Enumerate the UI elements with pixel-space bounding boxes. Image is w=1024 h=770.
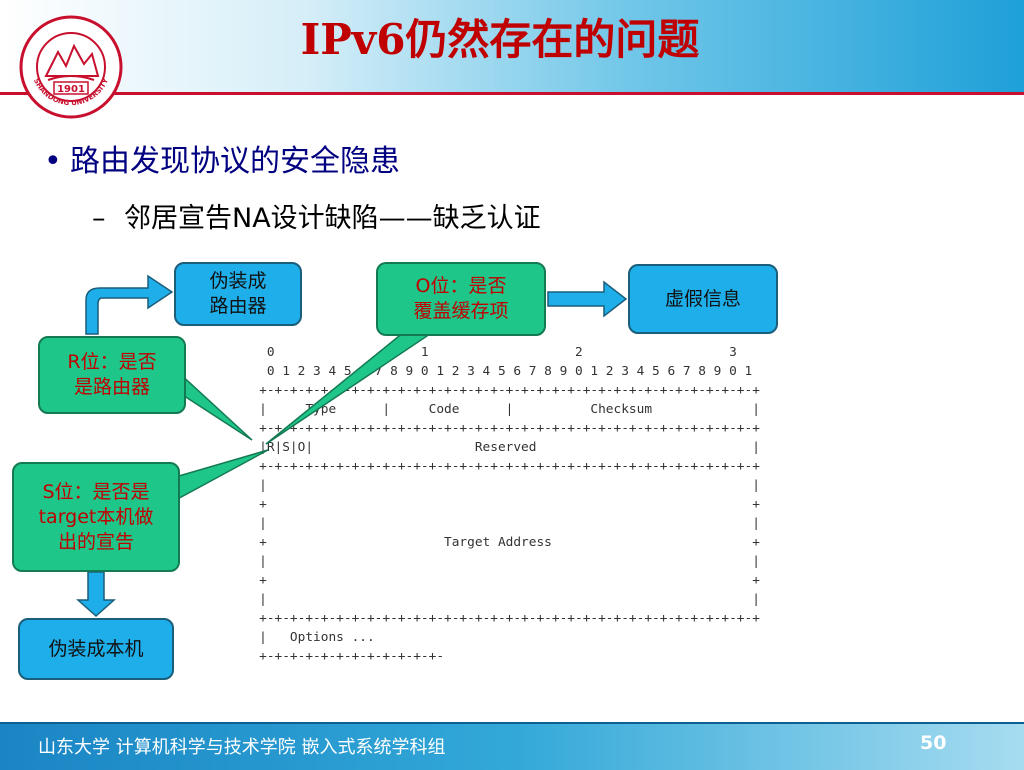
r-flag-box: R位：是否 是路由器 xyxy=(38,336,186,414)
logo-year: 1901 xyxy=(57,84,85,95)
packet-line: |R|S|O| Reserved | xyxy=(236,440,760,455)
o-flag-box: O位：是否 覆盖缓存项 xyxy=(376,262,546,336)
packet-line: | | xyxy=(236,478,760,493)
header-divider xyxy=(0,92,1024,95)
bullet-level-2: –邻居宣告NA设计缺陷——缺乏认证 xyxy=(92,196,541,235)
packet-line: +-+-+-+-+-+-+-+-+-+-+-+- xyxy=(236,649,445,664)
page-title: IPv6仍然存在的问题 xyxy=(300,15,700,64)
page-number: 50 xyxy=(920,732,947,754)
footer-organization: 山东大学 计算机科学与技术学院 嵌入式系统学科组 xyxy=(38,737,446,758)
university-logo: 1901 SHANDONG UNIVERSITY xyxy=(19,15,123,119)
bullet-level-1: •路由发现协议的安全隐患 xyxy=(44,136,400,180)
packet-line: | Type | Code | Checksum | xyxy=(236,402,760,417)
r-flag-pointer xyxy=(177,370,253,441)
r-to-fake-router-arrow xyxy=(85,274,174,335)
s-to-fake-host-arrow xyxy=(76,571,116,618)
packet-line: +-+-+-+-+-+-+-+-+-+-+-+-+-+-+-+-+-+-+-+-… xyxy=(236,421,760,436)
packet-line: + + xyxy=(236,497,760,512)
packet-line: 0 1 2 3 4 5 6 7 8 9 0 1 2 3 4 5 6 7 8 9 … xyxy=(236,364,753,379)
o-flag-pointer xyxy=(265,331,433,445)
footer-bar xyxy=(0,722,1024,770)
bullet-1-text: 路由发现协议的安全隐患 xyxy=(70,144,400,179)
packet-line: + Target Address + xyxy=(236,535,760,550)
packet-line: +-+-+-+-+-+-+-+-+-+-+-+-+-+-+-+-+-+-+-+-… xyxy=(236,611,760,626)
bullet-2-text: 邻居宣告NA设计缺陷——缺乏认证 xyxy=(124,203,541,234)
false-info-box: 虚假信息 xyxy=(628,264,778,334)
bullet-dash: – xyxy=(92,203,106,234)
na-packet-format: 0 1 2 3 0 1 2 3 4 5 6 7 8 9 0 1 2 3 4 5 … xyxy=(236,343,760,666)
s-flag-pointer xyxy=(171,449,269,504)
packet-line: +-+-+-+-+-+-+-+-+-+-+-+-+-+-+-+-+-+-+-+-… xyxy=(236,459,760,474)
o-to-false-info-arrow xyxy=(547,280,628,318)
header-band xyxy=(0,0,1024,92)
packet-line: + + xyxy=(236,573,760,588)
packet-line: | | xyxy=(236,592,760,607)
packet-line: +-+-+-+-+-+-+-+-+-+-+-+-+-+-+-+-+-+-+-+-… xyxy=(236,383,760,398)
packet-line: | | xyxy=(236,516,760,531)
packet-line: | | xyxy=(236,554,760,569)
fake-host-box: 伪装成本机 xyxy=(18,618,174,680)
packet-line: | Options ... xyxy=(236,630,375,645)
bullet-dot: • xyxy=(44,144,62,179)
packet-line: 0 1 2 3 xyxy=(236,345,737,360)
s-flag-box: S位：是否是 target本机做 出的宣告 xyxy=(12,462,180,572)
fake-router-box: 伪装成 路由器 xyxy=(174,262,302,326)
